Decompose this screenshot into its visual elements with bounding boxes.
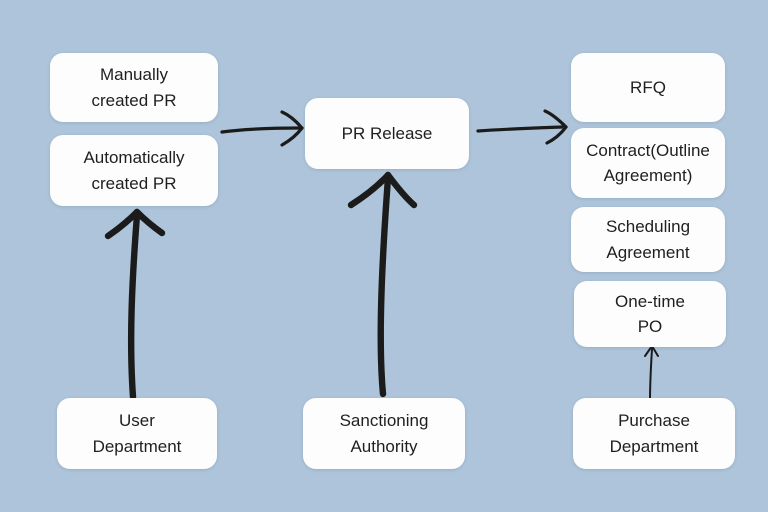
node-contract-outline-agreement: Contract(Outline Agreement) (571, 128, 725, 198)
node-automatically-created-pr: Automatically created PR (50, 135, 218, 206)
node-scheduling-agreement: Scheduling Agreement (571, 207, 725, 272)
arrow-sanctioning-authority-to-pr-release (347, 171, 418, 398)
node-user-department: User Department (57, 398, 217, 469)
arrow-pr-release-to-documents (476, 109, 568, 145)
arrow-user-department-to-automatically-created-pr (104, 208, 166, 401)
node-one-time-po: One-time PO (574, 281, 726, 347)
node-rfq: RFQ (571, 53, 725, 122)
arrow-purchase-department-to-one-time-po (644, 345, 659, 402)
node-sanctioning-authority: Sanctioning Authority (303, 398, 465, 469)
node-purchase-department: Purchase Department (573, 398, 735, 469)
node-pr-release: PR Release (305, 98, 469, 169)
arrow-automatically-created-pr-to-pr-release (220, 110, 304, 147)
node-manually-created-pr: Manually created PR (50, 53, 218, 122)
